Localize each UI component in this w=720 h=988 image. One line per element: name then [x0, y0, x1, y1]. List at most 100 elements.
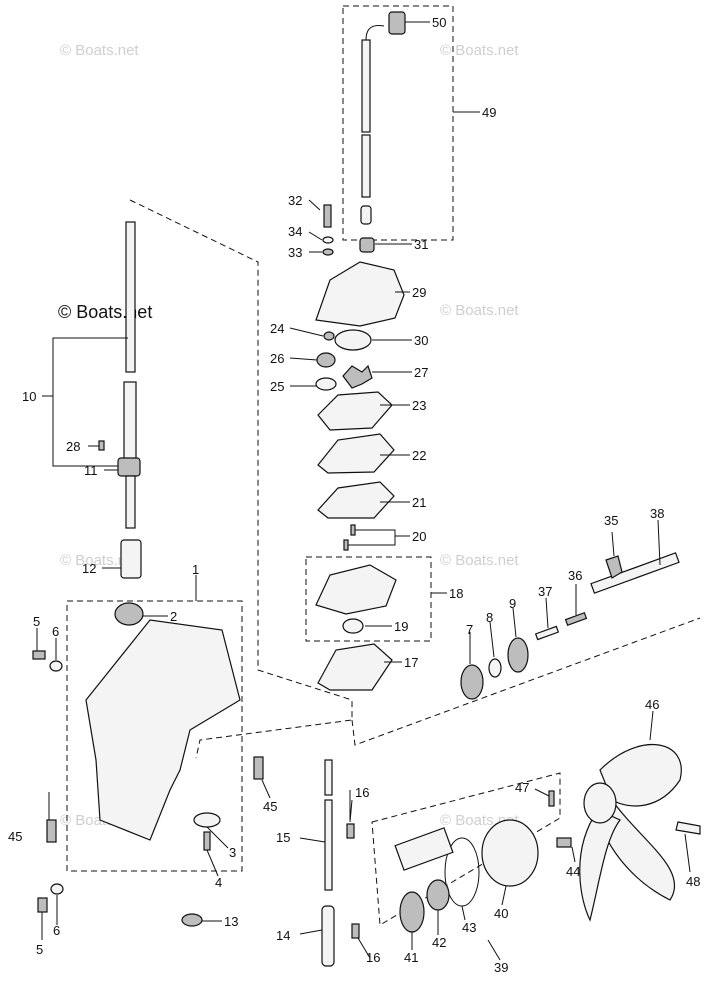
screw-44 — [556, 837, 572, 848]
propeller-blade — [599, 744, 682, 807]
insert-30 — [334, 329, 372, 351]
callout-5: 5 — [36, 942, 43, 957]
callout-29: 29 — [412, 285, 426, 300]
callout-16: 16 — [366, 950, 380, 965]
callout-44: 44 — [566, 864, 580, 879]
anode-3 — [193, 812, 221, 828]
pin-16b — [351, 923, 360, 939]
inset-detail — [394, 827, 454, 871]
callout-labels: 50 49 32 34 33 31 29 24 30 26 27 25 23 2… — [8, 15, 700, 975]
callout-3: 3 — [229, 845, 236, 860]
callout-32: 32 — [288, 193, 302, 208]
shim-8 — [488, 658, 502, 678]
callout-36: 36 — [568, 568, 582, 583]
callout-42: 42 — [432, 935, 446, 950]
callout-21: 21 — [412, 495, 426, 510]
callout-22: 22 — [412, 448, 426, 463]
anode-13 — [181, 913, 203, 927]
washer-34 — [322, 236, 334, 244]
callout-14: 14 — [276, 928, 290, 943]
callout-41: 41 — [404, 950, 418, 965]
callout-47: 47 — [515, 780, 529, 795]
screw-5a — [32, 650, 46, 660]
callout-23: 23 — [412, 398, 426, 413]
callout-6: 6 — [52, 624, 59, 639]
callout-19: 19 — [394, 619, 408, 634]
impeller-27 — [342, 364, 373, 389]
callout-1: 1 — [192, 562, 199, 577]
callout-33: 33 — [288, 245, 302, 260]
callout-8: 8 — [486, 610, 493, 625]
shift-shaft — [321, 759, 335, 967]
oring-25 — [315, 377, 337, 391]
callout-6: 6 — [53, 923, 60, 938]
screw-5b — [37, 897, 48, 913]
pin-20b — [343, 539, 349, 551]
screw-45b — [46, 819, 57, 843]
callout-11: 11 — [84, 463, 98, 478]
screw-4 — [203, 831, 211, 851]
pin-28 — [98, 440, 105, 451]
callout-5: 5 — [33, 614, 40, 629]
callout-45: 45 — [263, 799, 277, 814]
callout-49: 49 — [482, 105, 496, 120]
callout-9: 9 — [509, 596, 516, 611]
watermark: © Boats.net — [440, 552, 519, 569]
screw-32 — [323, 204, 332, 228]
pin-37 — [534, 625, 560, 641]
callout-17: 17 — [404, 655, 418, 670]
group-box-49 — [342, 5, 454, 241]
propshaft-connection-line — [351, 617, 701, 746]
seal-26 — [316, 352, 336, 368]
propeller-shaft-38 — [590, 552, 680, 594]
callout-45: 45 — [8, 829, 22, 844]
callout-12: 12 — [82, 561, 96, 576]
callout-43: 43 — [462, 920, 476, 935]
pump-housing-29 — [315, 261, 405, 327]
callout-34: 34 — [288, 224, 302, 239]
callout-46: 46 — [645, 697, 659, 712]
driveshaft-connection-line — [129, 199, 353, 759]
callout-27: 27 — [414, 365, 428, 380]
watermark: © Boats.net — [440, 42, 519, 59]
callout-20: 20 — [412, 529, 426, 544]
gasket-23 — [317, 391, 393, 431]
grommet-31 — [359, 237, 375, 253]
callout-2: 2 — [170, 609, 177, 624]
callout-50: 50 — [432, 15, 446, 30]
watermark: © Boats.net — [440, 302, 519, 319]
bearing-41 — [399, 891, 425, 933]
callout-28: 28 — [66, 439, 80, 454]
bearing-7 — [460, 664, 484, 700]
water-tube — [360, 25, 385, 225]
callout-35: 35 — [604, 513, 618, 528]
ring-24 — [323, 331, 335, 341]
cotter-pin-48 — [675, 821, 701, 835]
callout-39: 39 — [494, 960, 508, 975]
watermark: © Boats.net — [60, 552, 139, 569]
callout-48: 48 — [686, 874, 700, 889]
pin-47 — [548, 790, 555, 807]
seal-19 — [342, 618, 364, 634]
callout-37: 37 — [538, 584, 552, 599]
screw-45a — [253, 756, 264, 780]
pin-20a — [350, 524, 356, 536]
callout-31: 31 — [414, 237, 428, 252]
propeller-46 — [583, 782, 617, 824]
callout-4: 4 — [215, 875, 222, 890]
gear-9 — [507, 637, 529, 673]
callout-24: 24 — [270, 321, 284, 336]
plate-22 — [317, 433, 395, 474]
seal-42 — [426, 879, 450, 911]
watermark-main: © Boats.net — [58, 302, 152, 322]
watermark: © Boats.net — [60, 42, 139, 59]
sleeve-12 — [120, 539, 142, 579]
callout-30: 30 — [414, 333, 428, 348]
group-box-39 — [371, 772, 561, 926]
pump-base-18 — [315, 564, 397, 615]
group-box-1 — [66, 600, 243, 872]
callout-16: 16 — [355, 785, 369, 800]
bearing-carrier-40 — [481, 819, 539, 887]
callout-18: 18 — [449, 586, 463, 601]
callout-25: 25 — [270, 379, 284, 394]
